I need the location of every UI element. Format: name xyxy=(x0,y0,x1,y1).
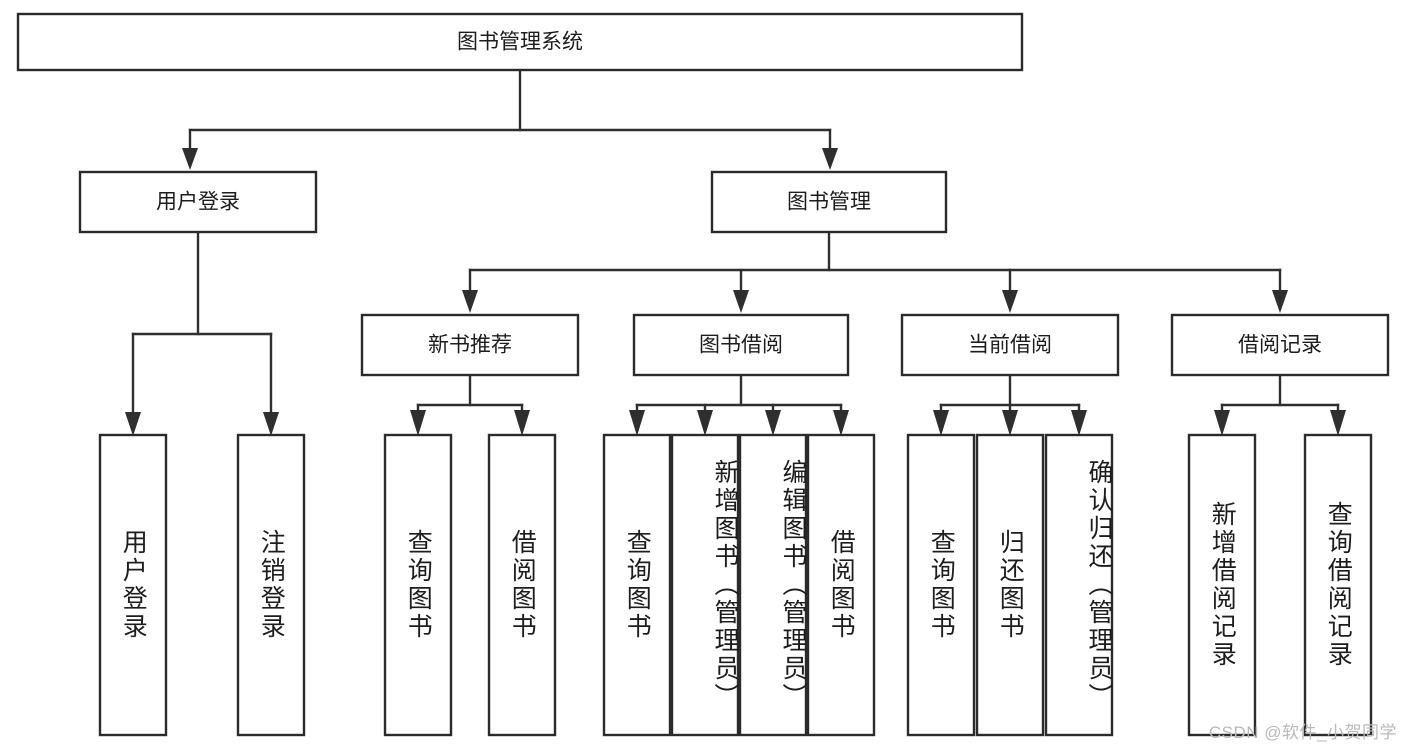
node-book-borrow[interactable] xyxy=(632,313,850,377)
node-book-borrow-label: 图书借阅 xyxy=(699,334,783,357)
arrowhead-leaf-query-record xyxy=(1330,410,1346,436)
arrowhead-new-book-recommend xyxy=(462,290,478,313)
node-borrow-record[interactable] xyxy=(1170,313,1390,377)
arrowhead-leaf-edit-book xyxy=(765,410,781,436)
node-leaf-query-book-3[interactable] xyxy=(906,433,976,737)
arrowhead-leaf-return-book xyxy=(1002,410,1018,436)
arrowhead-leaf-confirm-return xyxy=(1071,410,1087,436)
arrowhead-leaf-borrow-book-2 xyxy=(833,410,849,436)
node-leaf-add-book[interactable] xyxy=(670,433,740,737)
node-leaf-query-book-1[interactable] xyxy=(383,433,453,737)
arrowhead-current-borrow xyxy=(1002,290,1018,313)
arrowhead-leaf-query-book-3 xyxy=(933,410,949,436)
node-user-login[interactable] xyxy=(78,170,318,234)
node-new-book-recommend[interactable] xyxy=(360,313,580,377)
node-leaf-query-record[interactable] xyxy=(1303,433,1373,737)
connector-layer xyxy=(125,68,1346,436)
arrowhead-leaf-add-book xyxy=(697,410,713,436)
node-root[interactable] xyxy=(16,12,1024,72)
node-layer: 图书管理系统 用户登录 图书管理 新书推荐 图书借阅 当前借阅 借阅记录 xyxy=(16,12,1390,737)
arrowhead-borrow-record xyxy=(1272,290,1288,313)
node-new-book-recommend-label: 新书推荐 xyxy=(428,334,512,357)
node-current-borrow[interactable] xyxy=(900,313,1120,377)
node-leaf-borrow-book-2[interactable] xyxy=(806,433,876,737)
node-leaf-confirm-return[interactable] xyxy=(1044,433,1114,737)
node-leaf-logout-login[interactable] xyxy=(236,433,306,737)
node-book-manage-label: 图书管理 xyxy=(787,191,871,214)
node-current-borrow-label: 当前借阅 xyxy=(968,334,1052,357)
node-book-manage[interactable] xyxy=(710,170,948,234)
node-leaf-edit-book[interactable] xyxy=(738,433,808,737)
arrowhead-user-login xyxy=(182,148,198,170)
arrowhead-leaf-query-book-2 xyxy=(629,410,645,436)
node-leaf-add-record[interactable] xyxy=(1187,433,1257,737)
node-leaf-return-book[interactable] xyxy=(975,433,1045,737)
node-borrow-record-label: 借阅记录 xyxy=(1238,334,1322,357)
arrowhead-leaf-add-record xyxy=(1214,410,1230,436)
arrowhead-leaf-borrow-book-1 xyxy=(514,410,530,436)
arrowhead-leaf-user-login xyxy=(125,412,141,436)
node-leaf-user-login[interactable] xyxy=(98,433,168,737)
csdn-watermark: CSDN @软件_小贺同学 xyxy=(1208,723,1397,742)
arrowhead-book-borrow xyxy=(733,290,749,313)
node-root-label: 图书管理系统 xyxy=(457,31,583,54)
node-user-login-label: 用户登录 xyxy=(156,191,240,214)
node-leaf-query-book-2[interactable] xyxy=(602,433,672,737)
node-leaf-borrow-book-1[interactable] xyxy=(487,433,557,737)
arrowhead-leaf-query-book-1 xyxy=(410,410,426,436)
arrowhead-book-manage xyxy=(822,148,838,170)
arrowhead-leaf-logout-login xyxy=(263,412,279,436)
